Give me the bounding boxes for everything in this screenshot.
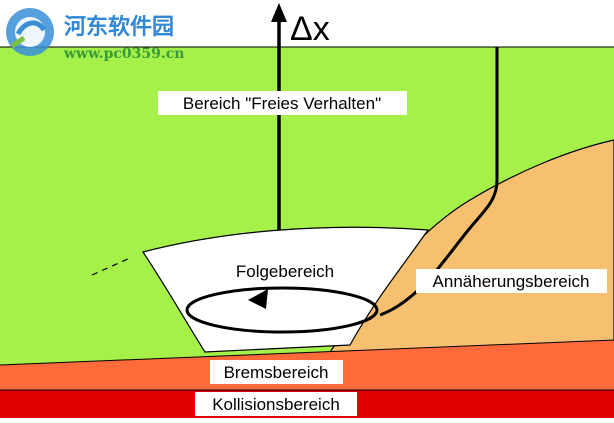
follow-region bbox=[142, 226, 430, 353]
free-region-label-box bbox=[158, 91, 407, 115]
approach-region-label: Annäherungsbereich bbox=[433, 272, 590, 291]
brake-region-label: Bremsbereich bbox=[224, 363, 329, 382]
delta-x-axis-arrowhead bbox=[271, 3, 287, 22]
collision-region-label-box bbox=[195, 392, 357, 416]
free-region-label: Bereich "Freies Verhalten" bbox=[183, 94, 381, 113]
oscillation-loop bbox=[185, 286, 379, 334]
watermark-logo-icon bbox=[6, 8, 54, 56]
approach-region-label-box bbox=[416, 269, 607, 293]
follow-region-label: Folgebereich bbox=[236, 262, 334, 281]
trajectory-line bbox=[379, 47, 499, 317]
watermark-site-name: 河东软件园 bbox=[64, 14, 174, 40]
brake-region-label-box bbox=[210, 360, 343, 384]
delta-x-axis-label: Δx bbox=[290, 10, 330, 48]
top-background bbox=[0, 0, 614, 47]
follow-region-dashed-boundary bbox=[91, 257, 131, 276]
brake-region-top-border bbox=[0, 339, 614, 366]
collision-region-label: Kollisionsbereich bbox=[212, 395, 340, 414]
oscillation-arrowhead bbox=[248, 289, 268, 309]
watermark-url: www.pc0359.cn bbox=[63, 46, 184, 62]
